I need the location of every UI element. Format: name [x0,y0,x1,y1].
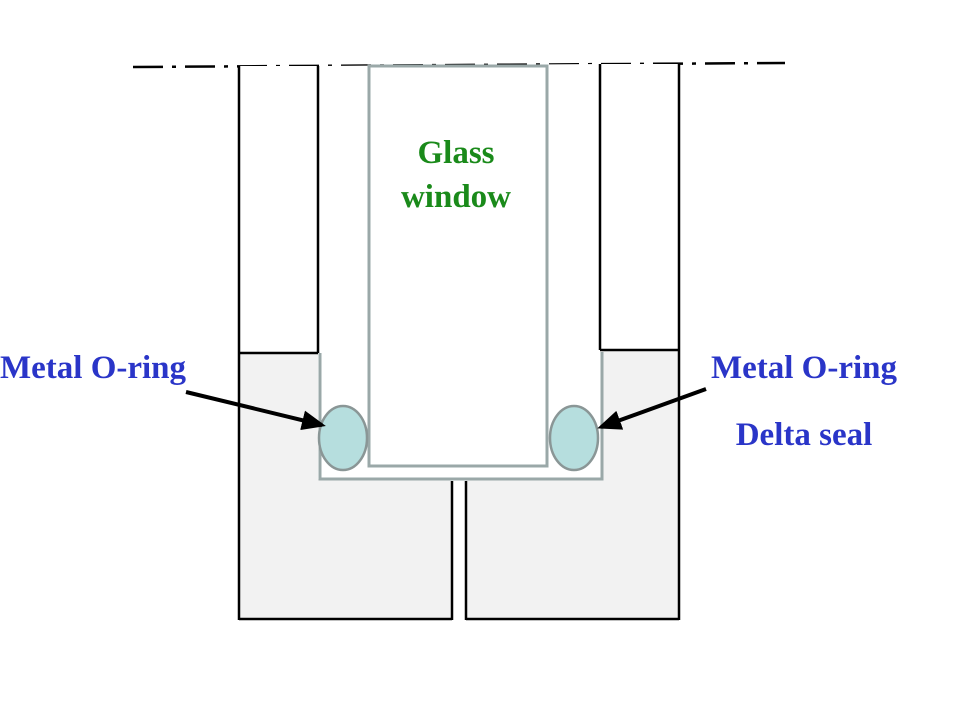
metal-o-ring-left [317,404,369,472]
right-o-ring-label: Metal O-ring [711,350,898,386]
housing-outline [237,64,681,621]
upper-wall-right [600,64,679,350]
upper-wall-left [239,66,318,353]
glass-window [367,64,549,468]
glass-window-label-line2: window [401,179,511,215]
delta-seal-label: Delta seal [736,417,873,453]
left-o-ring-label: Metal O-ring [0,350,187,386]
arrow-left [185,390,326,431]
arrow-right [597,387,707,430]
glass-window-label-line1: Glass [417,135,494,171]
metal-o-ring-right [548,404,600,472]
